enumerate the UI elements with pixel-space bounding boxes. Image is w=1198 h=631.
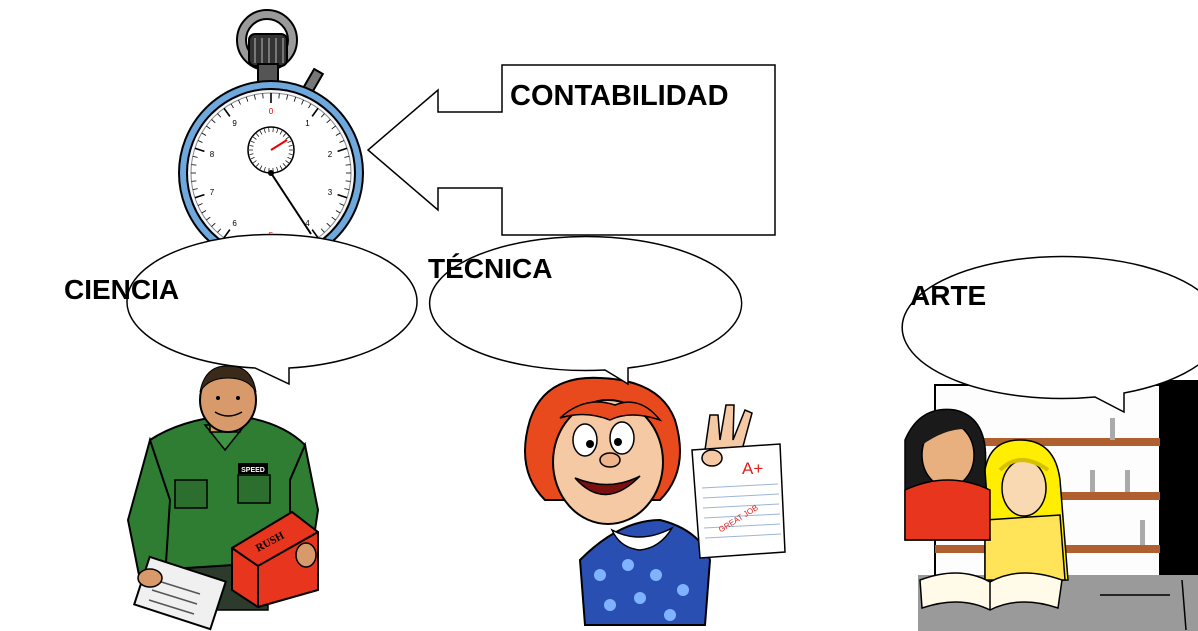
dial-tick: [245, 96, 249, 102]
sub-dial-tick: [285, 160, 290, 164]
label-tecnica: TÉCNICA: [428, 253, 553, 284]
dial-tick: [217, 228, 222, 233]
sub-dial-tick: [288, 153, 293, 155]
dial-tick: [320, 228, 325, 233]
sub-dial-tick: [287, 140, 292, 143]
dial-number: 1: [305, 119, 310, 128]
dial-tick: [337, 193, 348, 199]
dial-tick: [326, 119, 331, 124]
dial-tick: [211, 119, 216, 124]
dial-tick: [253, 94, 256, 100]
shirt-patch-text: SPEED: [241, 467, 265, 474]
dial-tick: [223, 107, 231, 117]
two-women-reading-clipart: [904, 380, 1198, 631]
dial-tick: [197, 140, 203, 143]
dial-tick: [238, 99, 241, 105]
sub-dial-tick: [288, 145, 293, 147]
sub-dial-tick: [256, 163, 260, 167]
dial-tick: [331, 125, 336, 130]
sub-dial-tick: [249, 145, 254, 147]
dial-tick: [326, 222, 331, 227]
dial-tick: [293, 96, 297, 102]
sub-dial-tick: [263, 128, 266, 133]
dial-tick: [301, 99, 304, 105]
dial-tick: [206, 125, 211, 130]
sub-dial-tick: [276, 167, 279, 172]
label-contabilidad: CONTABILIDAD: [510, 80, 729, 112]
speech-bubble-tecnica: [428, 235, 743, 386]
sub-dial-tick: [287, 157, 292, 160]
sub-dial-tick: [259, 130, 263, 135]
label-arte: ARTE: [910, 280, 987, 311]
dial-tick: [217, 113, 222, 118]
dial-tick: [335, 132, 341, 136]
dial-tick: [230, 103, 234, 109]
sub-dial-tick: [276, 128, 279, 133]
dial-number: 9: [232, 119, 237, 128]
arrow-callout-shape: [366, 64, 776, 236]
dial-tick: [197, 203, 203, 206]
dial-number: 4: [305, 219, 310, 228]
sub-dial-tick: [279, 130, 283, 135]
dial-number: 3: [328, 188, 333, 197]
dial-tick: [345, 164, 351, 166]
dial-tick: [337, 147, 348, 153]
dial-tick: [278, 93, 280, 99]
dial-tick: [192, 155, 198, 158]
dial-number: 0: [269, 107, 274, 116]
dial-tick: [223, 229, 231, 239]
speech-bubble-arte: [901, 255, 1198, 414]
sub-dial-ticks: [249, 128, 293, 172]
dial-tick: [262, 93, 264, 99]
sub-dial-tick: [250, 140, 255, 143]
dial-tick: [339, 140, 345, 143]
dial-tick: [335, 210, 341, 214]
dial-tick: [194, 193, 205, 199]
sub-dial-tick: [249, 153, 254, 155]
stopwatch-icon: 0123456789: [178, 9, 364, 266]
dial-tick: [308, 103, 312, 109]
dial-tick: [194, 147, 205, 153]
dial-tick: [331, 216, 336, 221]
sub-dial-tick: [250, 157, 255, 160]
dial-tick: [191, 164, 197, 166]
delivery-worker-clipart: SPEED RUSH: [126, 365, 320, 631]
dial-number: 7: [210, 188, 215, 197]
dial-tick: [286, 94, 289, 100]
dial-tick: [344, 155, 350, 158]
dial-tick: [211, 222, 216, 227]
dial-tick: [206, 216, 211, 221]
dial-number: 8: [210, 150, 215, 159]
sub-dial-tick: [282, 133, 286, 137]
dial-number: 2: [328, 150, 333, 159]
dial-tick: [192, 188, 198, 191]
sub-dial-tick: [256, 133, 260, 137]
student-girl-clipart: A+ GREAT JOB: [524, 376, 786, 626]
dial-tick: [311, 107, 319, 117]
dial-tick: [201, 210, 207, 214]
dial-tick: [201, 132, 207, 136]
paper-grade-text: A+: [742, 459, 763, 478]
dial-tick: [339, 203, 345, 206]
dial-number: 6: [232, 219, 237, 228]
label-ciencia: CIENCIA: [64, 274, 180, 305]
dial-tick: [320, 113, 325, 118]
sub-dial-tick: [263, 167, 266, 172]
sub-dial-tick: [259, 165, 263, 170]
sub-dial-tick: [285, 136, 290, 140]
dial-tick: [345, 180, 351, 182]
dial-tick: [344, 188, 350, 191]
dial-tick: [191, 180, 197, 182]
dial-tick: [311, 229, 319, 239]
sub-dial-tick: [279, 165, 283, 170]
sub-dial-tick: [252, 136, 257, 140]
sub-dial-tick: [252, 160, 257, 164]
sub-dial-tick: [282, 163, 286, 167]
speech-bubble-ciencia: [126, 233, 418, 386]
